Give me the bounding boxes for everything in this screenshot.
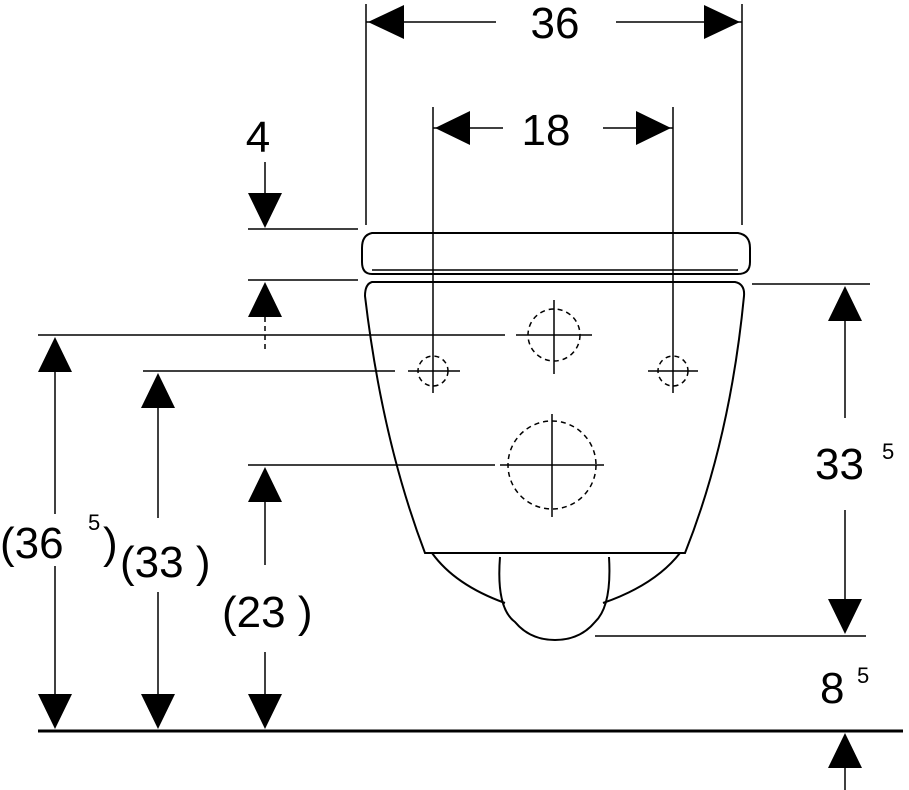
label-fixing-top-close: ) (103, 519, 118, 568)
arrow-4-down (248, 193, 282, 228)
arrow-365-down (38, 694, 72, 729)
arrow-335-down (828, 599, 862, 634)
label-outlet-height-sup: 5 (857, 663, 869, 688)
arrow-18-left (435, 111, 470, 145)
bowl-wing-right (602, 552, 681, 604)
arrow-33-up (141, 373, 175, 408)
label-hole-spacing: 18 (522, 106, 571, 155)
label-outlet-height: 8 (820, 664, 844, 713)
label-width-overall: 36 (531, 0, 580, 48)
arrow-335-up (828, 286, 862, 321)
outlet-trap (498, 556, 611, 642)
arrow-18-right (636, 111, 671, 145)
label-seat-thickness: 4 (246, 113, 270, 162)
arrow-33-down (141, 694, 175, 729)
arrow-4-up (248, 282, 282, 317)
label-height-rim: 33 (815, 440, 864, 489)
arrow-85-up (828, 733, 862, 768)
arrow-365-up (38, 337, 72, 372)
label-outlet-center: (23 ) (222, 588, 312, 637)
arrow-23-up (248, 467, 282, 502)
arrow-23-down (248, 694, 282, 729)
arrow-36-left (368, 5, 404, 39)
label-fixing-mid: (33 ) (120, 538, 210, 587)
bowl-wing-left (431, 552, 506, 604)
arrow-36-right (704, 5, 740, 39)
label-fixing-top-sup: 5 (88, 510, 100, 535)
toilet-seat-lid (361, 232, 751, 275)
label-height-rim-sup: 5 (882, 439, 894, 464)
toilet-bowl-body (363, 281, 746, 554)
label-fixing-top: (36 (0, 519, 64, 568)
